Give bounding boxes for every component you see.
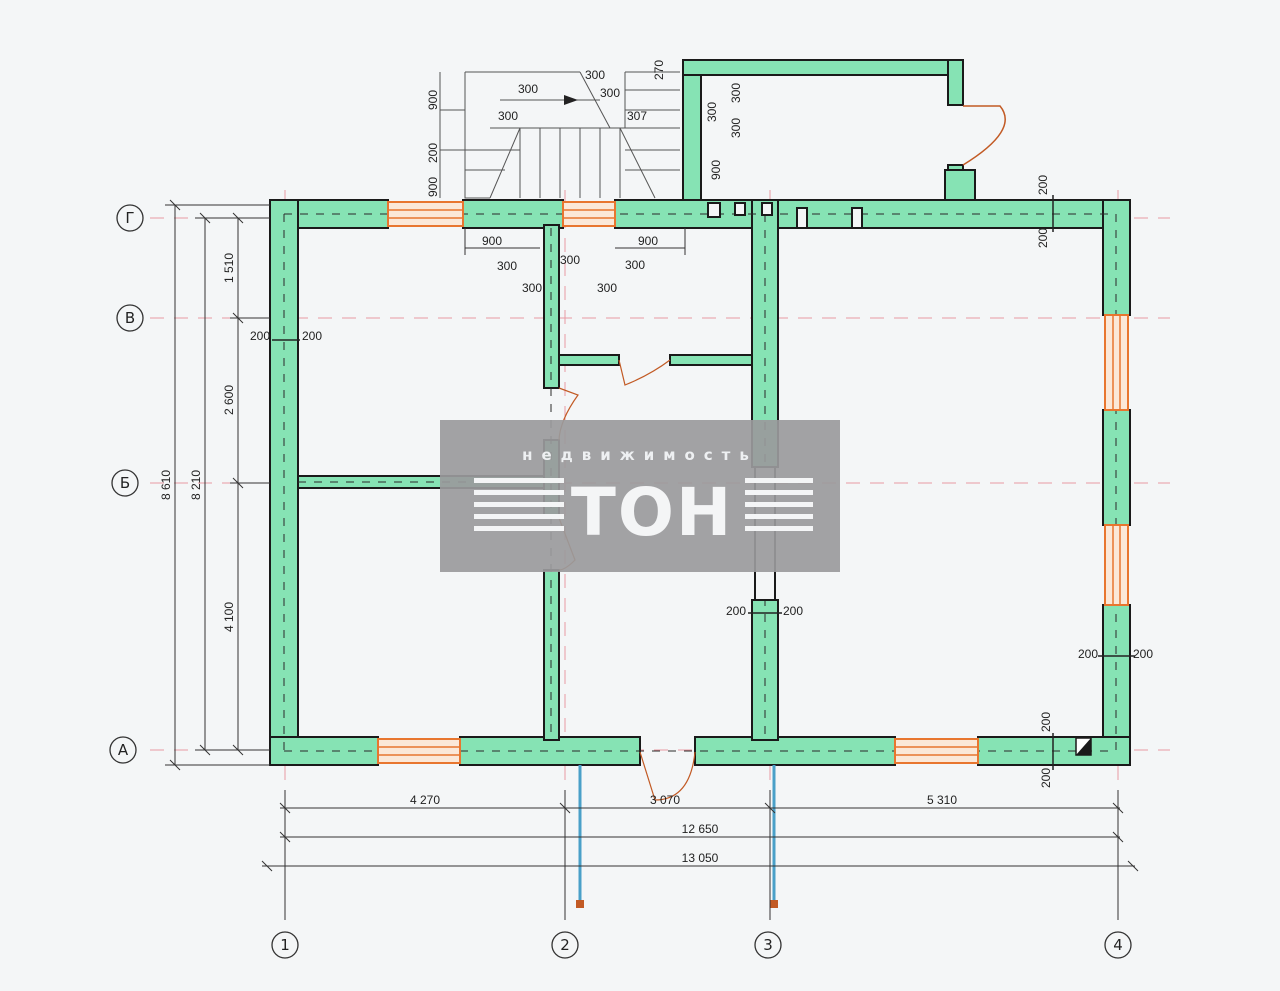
axis-label-g: Г: [125, 209, 134, 227]
dim-wall-top-a: 200: [1036, 175, 1050, 195]
dim-under-900-a: 900: [482, 234, 502, 248]
dim-left-total2: 8 210: [189, 470, 203, 500]
left-dimension-lines: [165, 199, 270, 771]
dim-bot-seg1: 4 270: [410, 793, 440, 807]
dim-stair-900-a: 900: [426, 90, 440, 110]
annex-door-swing: [962, 105, 1006, 166]
dim-wall-left-a: 200: [250, 329, 270, 343]
dim-under-300-a: 300: [497, 259, 517, 273]
axis-bubbles: [109, 204, 1132, 959]
dim-stair-300-a: 300: [518, 82, 538, 96]
dim-stair-300-g: 300: [729, 118, 743, 138]
dim-bot-total1: 12 650: [682, 822, 719, 836]
porch-posts: [576, 765, 778, 908]
under-stair-dim-lines: [464, 228, 686, 255]
dim-under-300-b: 300: [560, 253, 580, 267]
bottom-dimension-lines: [261, 790, 1139, 920]
dim-stair-900-b: 900: [426, 177, 440, 197]
dim-wall-3-b: 200: [783, 604, 803, 618]
dim-wall-3-a: 200: [726, 604, 746, 618]
axis-label-3: 3: [763, 936, 773, 954]
dim-stair-300-d: 300: [498, 109, 518, 123]
dim-bot-total2: 13 050: [682, 851, 719, 865]
dim-wall-left-b: 200: [302, 329, 322, 343]
stair-lines: [439, 71, 680, 199]
flue-stack: [944, 169, 976, 201]
dim-stair-300-c: 300: [600, 86, 620, 100]
dim-bot-seg3: 5 310: [927, 793, 957, 807]
dim-stair-900-c: 900: [709, 160, 723, 180]
dim-under-300-d: 300: [522, 281, 542, 295]
dim-under-300-c: 300: [625, 258, 645, 272]
dim-left-seg3: 4 100: [222, 602, 236, 632]
axis-label-a: А: [118, 741, 129, 759]
watermark-logo-text: ТОН: [571, 474, 733, 551]
axis-label-2: 2: [560, 936, 570, 954]
watermark-subtitle: недвижимость: [522, 446, 758, 464]
dim-stair-300-f: 300: [729, 83, 743, 103]
dim-left-total1: 8 610: [159, 470, 173, 500]
corner-marker-fill: [1076, 738, 1091, 755]
windows: [377, 201, 1129, 764]
stair-arrow-icon: [564, 95, 578, 105]
watermark-stripes-right: [745, 478, 813, 531]
dim-stair-307: 307: [627, 109, 647, 123]
dim-under-300-e: 300: [597, 281, 617, 295]
axis-label-b: Б: [120, 474, 130, 492]
dim-stair-200: 200: [426, 143, 440, 163]
dim-stair-300-e: 300: [705, 102, 719, 122]
dim-wall-top-b: 200: [1036, 228, 1050, 248]
wall-thickness-ticks: [272, 195, 1135, 770]
dim-wall-bot-a: 200: [1039, 712, 1053, 732]
watermark-stripes-left: [474, 478, 564, 531]
dim-wall-right-a: 200: [1078, 647, 1098, 661]
axis-label-4: 4: [1113, 936, 1123, 954]
dim-wall-bot-b: 200: [1039, 768, 1053, 788]
flue-blocks: [707, 202, 863, 229]
dim-left-seg2: 2 600: [222, 385, 236, 415]
watermark-panel: [440, 420, 840, 572]
dim-under-900-b: 900: [638, 234, 658, 248]
axis-label-v: В: [125, 309, 135, 327]
dim-wall-right-b: 200: [1133, 647, 1153, 661]
window-glazing-lines: [378, 209, 1121, 756]
dim-stair-270: 270: [652, 60, 666, 80]
dim-left-seg1: 1 510: [222, 253, 236, 283]
dim-stair-300-b: 300: [585, 68, 605, 82]
dim-bot-seg2: 3 070: [650, 793, 680, 807]
axis-label-1: 1: [280, 936, 290, 954]
